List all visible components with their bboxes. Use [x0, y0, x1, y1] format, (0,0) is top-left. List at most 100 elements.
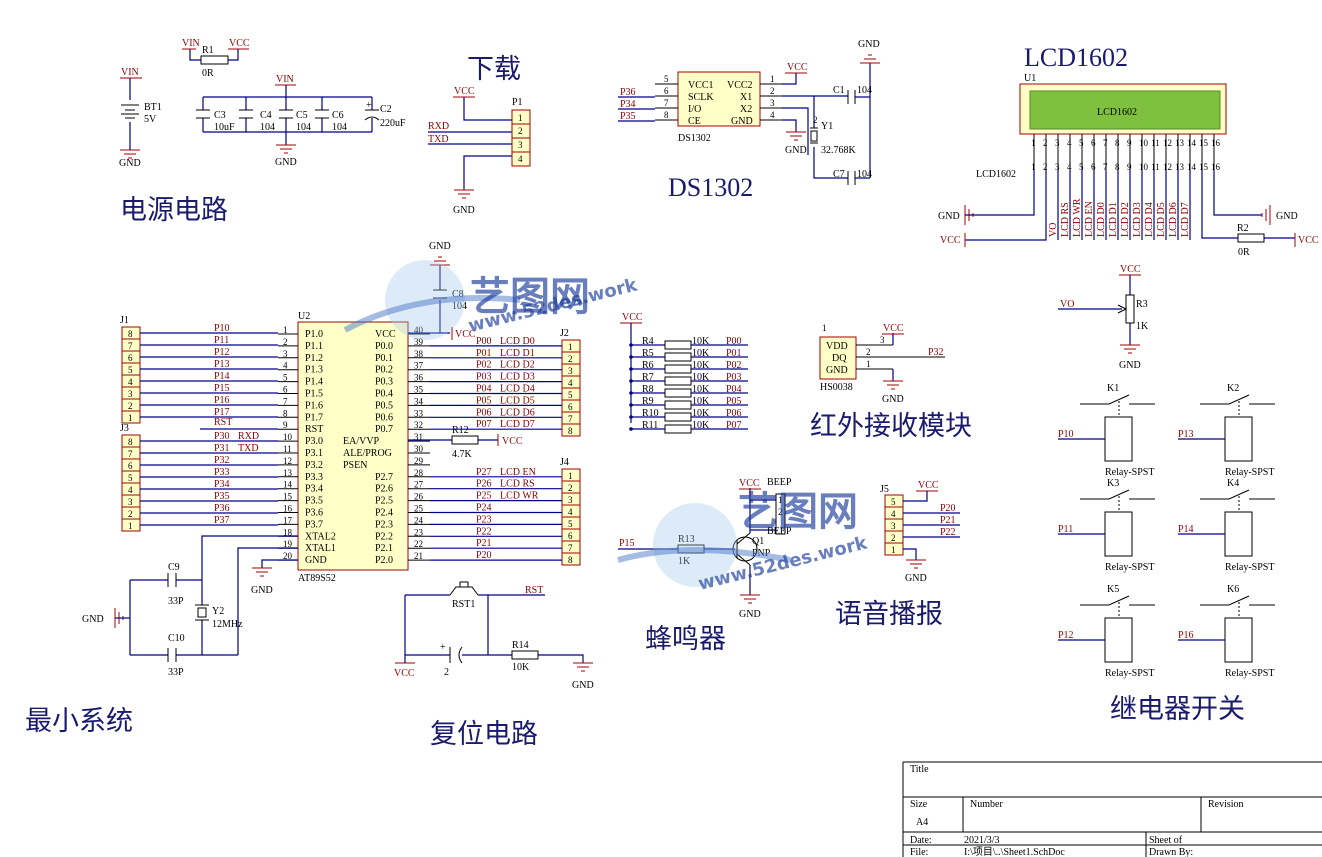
r2-value: 0R: [1238, 247, 1250, 258]
r13-value: 1K: [678, 556, 691, 567]
r14-value: 10K: [512, 662, 530, 673]
r3-ref: R3: [1136, 299, 1148, 310]
mcu-pin-num: 4: [283, 361, 288, 371]
r14-ref: R14: [512, 640, 529, 651]
j1-net-label: P15: [214, 383, 230, 394]
reset-vcc-label: VCC: [394, 668, 415, 679]
pullup-net: P04: [726, 384, 742, 395]
header-pin-num: 5: [568, 390, 573, 400]
c10-value: 33P: [168, 667, 184, 678]
ds1302-num-4: 4: [770, 110, 775, 120]
pullup-net: P02: [726, 360, 742, 371]
ds1302-pin-sclk: SCLK: [688, 92, 714, 103]
mcu-pin-num: 32: [414, 420, 423, 430]
j1-net-label: P13: [214, 359, 230, 370]
j2-net-label: P04: [476, 384, 492, 395]
j2-net-label: P01: [476, 348, 492, 359]
pullup-ref: R11: [642, 420, 658, 431]
lcd-pin-num-bottom: 8: [1115, 162, 1120, 172]
pullup-value: 10K: [692, 348, 710, 359]
mcu-pin-num: 15: [283, 492, 293, 502]
ds1302-part-label: DS1302: [678, 133, 711, 144]
tb-size-value: A4: [916, 817, 928, 828]
j5-pin-num: 1: [891, 545, 896, 555]
mcu-pin-name: P3.5: [305, 496, 323, 507]
lcd-net-label: LCD RS: [1060, 202, 1071, 237]
rtc-section-title: DS1302: [668, 173, 753, 202]
hs0038-pin-top: 1: [822, 323, 827, 333]
mcu-pin-num: 6: [283, 385, 288, 395]
c6-value: 104: [332, 122, 347, 133]
p1-rxd-label: RXD: [428, 121, 449, 132]
j2-lcd-label: LCD D7: [500, 419, 535, 430]
pullup-value: 10K: [692, 336, 710, 347]
mcu-pin-num: 2: [283, 337, 288, 347]
j5-pin-num: 2: [891, 533, 896, 543]
relay-ref: K3: [1107, 478, 1119, 489]
mcu-pin-num: 27: [414, 480, 424, 490]
lcd-pin-num-bottom: 7: [1103, 162, 1108, 172]
relay-type: Relay-SPST: [1225, 562, 1274, 573]
tb-size-label: Size: [910, 799, 928, 810]
j4-net-label: P23: [476, 514, 492, 525]
mcu-pin-num: 22: [414, 539, 423, 549]
q1-ref: Q1: [752, 536, 764, 547]
mcu-pin-num: 30: [414, 444, 424, 454]
lcd-net-label: LCD D3: [1132, 202, 1143, 237]
buzzer-vcc-label: VCC: [739, 478, 760, 489]
ds1302-num-3: 3: [770, 98, 775, 108]
mcu-pin-num: 21: [414, 551, 423, 561]
rtc-ds1302: VCC1 SCLK I/O CE VCC2 X1 X2 GND 5 6 7 8 …: [618, 39, 880, 185]
pullup-net: P01: [726, 348, 742, 359]
lcd-net-label: LCD D2: [1120, 202, 1131, 237]
pullup-value: 10K: [692, 396, 710, 407]
mcu-pin-name: EA/VVP: [343, 436, 380, 447]
pullup-value: 10K: [692, 360, 710, 371]
pullup-resistor: [664, 340, 692, 350]
relay-coil: [1104, 617, 1133, 663]
pullup-resistor: [664, 364, 692, 374]
c7-value: 104: [857, 169, 872, 180]
buzzer-circuit: P15 R13 1K Q1 PNP VCC BEEP BEEP 1 2 GND: [618, 477, 792, 620]
relay-coil: [1224, 617, 1253, 663]
bt1-ref: BT1: [144, 102, 162, 113]
relay-contact: [1200, 595, 1275, 606]
relay-contact: [1080, 394, 1155, 405]
mcu-pin-num: 3: [283, 349, 288, 359]
header-pin-num: 4: [128, 485, 133, 495]
bt1-vin-label: VIN: [121, 67, 139, 78]
lcd-pin-num-top: 2: [1043, 138, 1048, 148]
hs0038-num-2: 2: [866, 347, 871, 357]
y2-crystal: [197, 607, 207, 618]
p1-ref: P1: [512, 97, 523, 108]
lcd-pin-num-top: 7: [1103, 138, 1108, 148]
lcd-net-label: VO: [1048, 223, 1059, 237]
mcu-pin-num: 40: [414, 325, 424, 335]
y1-crystal: [810, 130, 818, 142]
lcd-vcc-right-label: VCC: [1298, 235, 1319, 246]
mcu-pin-name: P1.0: [305, 329, 323, 340]
relay-section-title: 继电器开关: [1110, 694, 1245, 725]
r3-potentiometer: [1125, 294, 1135, 324]
lcd-ref: U1: [1024, 73, 1036, 84]
mcu-pin-name: XTAL1: [305, 543, 336, 554]
c1-ref: C1: [833, 85, 845, 96]
mcu-pin-name: P3.3: [305, 472, 323, 483]
voice-section-title: 语音播报: [835, 599, 943, 630]
pullup-vcc-label: VCC: [622, 312, 643, 323]
ds1302-num-5: 5: [664, 74, 669, 84]
r2-resistor: [1237, 233, 1265, 243]
j3-net-label: P37: [214, 515, 230, 526]
j3-net-label: P34: [214, 479, 230, 490]
lcd-pin-num-bottom: 10: [1139, 162, 1149, 172]
mcu-pin-name: P1.6: [305, 400, 323, 411]
mcu-pin-name: GND: [305, 555, 327, 566]
mcu-pin-name: P2.1: [375, 543, 393, 554]
mcu-pin-name: P3.0: [305, 436, 323, 447]
mcu-pin-name: RST: [305, 424, 323, 435]
mcu-pin-num: 23: [414, 527, 424, 537]
relay-contact: [1200, 394, 1275, 405]
mcu-pin-name: P0.1: [375, 353, 393, 364]
lcd-section-title: LCD1602: [1024, 43, 1128, 72]
